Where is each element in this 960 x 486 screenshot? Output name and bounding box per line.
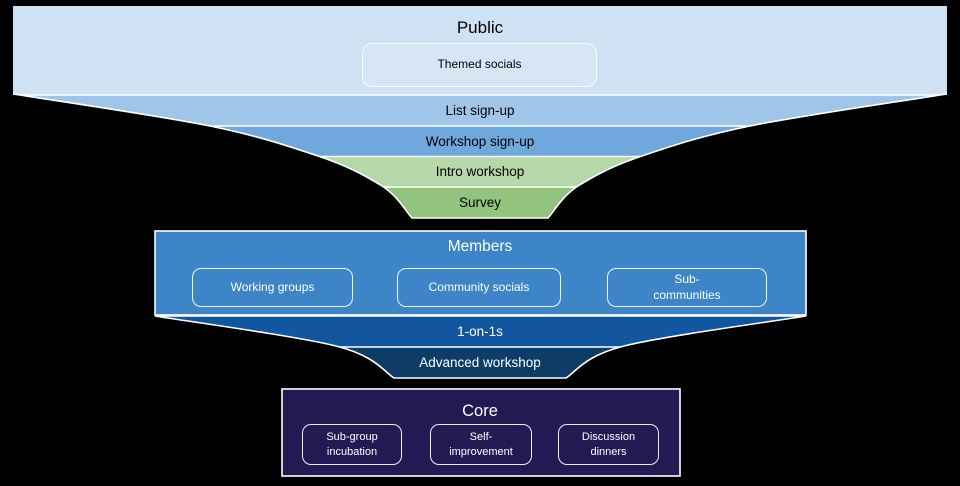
band-workshop-signup (13, 126, 947, 156)
lower-funnel-outline (154, 315, 807, 379)
members-panel (154, 230, 807, 316)
band-advanced-workshop (155, 347, 806, 378)
band-intro-workshop (13, 156, 947, 187)
core-panel (281, 388, 681, 477)
band-list-signup (13, 95, 947, 126)
band-public (13, 6, 947, 95)
upper-funnel-outline (12, 93, 948, 219)
band-survey (13, 187, 947, 218)
